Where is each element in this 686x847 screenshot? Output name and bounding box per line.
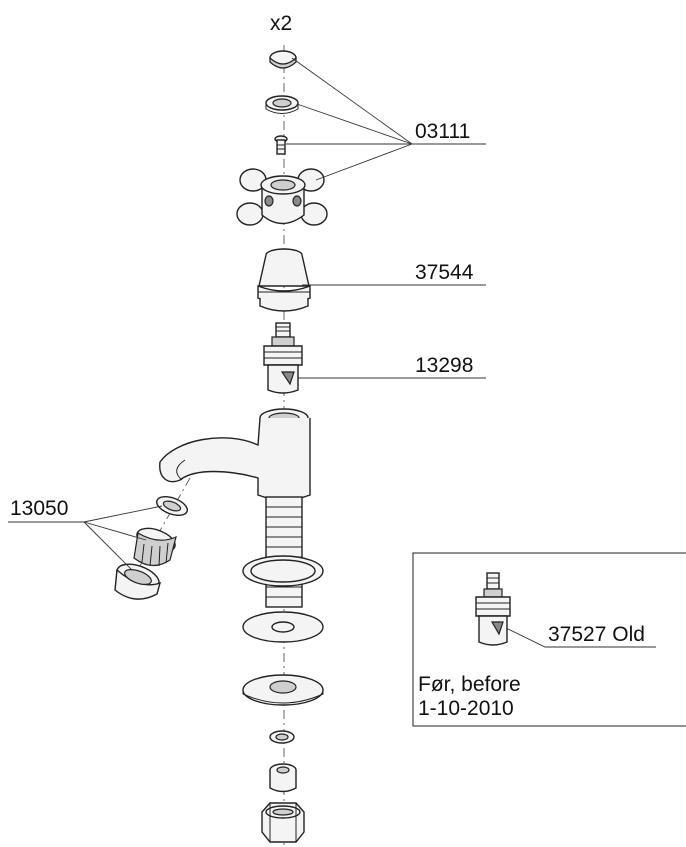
inset-old-cartridge: 37527 Old Før, before 1-10-2010 (412, 552, 686, 727)
before-date-line2: 1-10-2010 (418, 697, 514, 720)
bushing (269, 763, 297, 793)
label-13298: 13298 (415, 354, 473, 377)
leader-37527 (505, 627, 656, 648)
small-washer (269, 730, 295, 744)
shroud-body (257, 248, 311, 312)
hex-nut (261, 802, 305, 843)
old-cartridge-valve (475, 572, 511, 646)
label-37544: 37544 (415, 261, 474, 284)
label-37527-old: 37527 Old (548, 623, 645, 646)
handle-cap (269, 50, 297, 69)
handle-screw (274, 135, 288, 155)
label-13050: 13050 (10, 497, 68, 520)
aerator-housing (114, 563, 162, 600)
cartridge-valve (263, 322, 303, 394)
retaining-ring (265, 95, 299, 114)
aerator-washer (156, 496, 188, 516)
flat-washer (242, 611, 324, 643)
leader-03111 (286, 57, 486, 181)
flange-washer (242, 674, 324, 706)
gasket-large (242, 555, 324, 587)
aerator-insert (133, 527, 177, 567)
leader-13050 (8, 505, 163, 571)
tap-body (159, 408, 311, 608)
before-date-line1: Før, before (418, 673, 521, 696)
quantity-label: x2 (270, 12, 292, 35)
cross-handle (236, 168, 328, 226)
label-03111: 03111 (415, 120, 470, 143)
